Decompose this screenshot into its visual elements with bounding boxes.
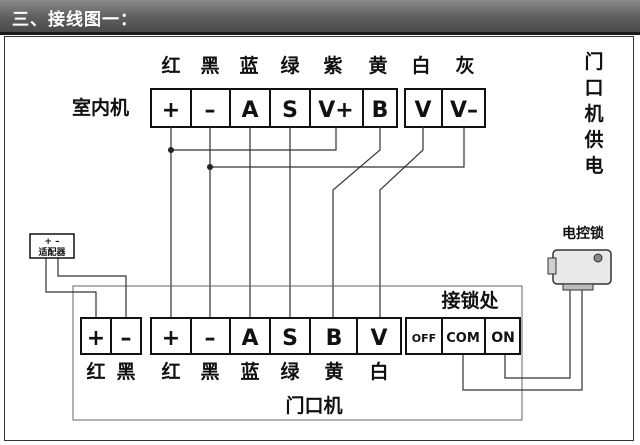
- svg-text:供: 供: [583, 128, 603, 151]
- lock-contacts-title: 接锁处: [441, 289, 499, 312]
- indoor-terminal-v-minus: V–: [450, 98, 478, 123]
- indoor-terminal-v-plus: V+: [318, 98, 353, 123]
- door-color-green: 绿: [280, 360, 300, 383]
- indoor-terminal-v: V: [414, 98, 431, 123]
- diagram-frame: [4, 36, 634, 441]
- section-title: 三、接线图一：: [12, 10, 138, 30]
- door-terminal-block: + – A S B V 红 黑 蓝 绿 黄 白: [150, 317, 402, 383]
- door-terminal-b: B: [326, 326, 343, 351]
- indoor-color-white: 白: [411, 54, 430, 77]
- door-terminal-plus: +: [162, 326, 180, 351]
- indoor-terminal-plus: +: [162, 98, 180, 123]
- indoor-terminal-block: + – A S V+ B V V–: [150, 88, 486, 128]
- door-color-white: 白: [369, 360, 388, 383]
- door-terminal-s: S: [282, 326, 298, 351]
- door-power-terminal-plus: +: [87, 326, 105, 351]
- door-unit-label: 门口机: [285, 394, 342, 417]
- section-header: 三、接线图一：: [0, 0, 640, 35]
- indoor-color-black: 黑: [200, 55, 219, 77]
- indoor-color-purple: 紫: [323, 55, 342, 77]
- lock-terminal-com: COM: [446, 331, 480, 346]
- svg-text:门: 门: [584, 50, 603, 73]
- lock-label: 电控锁: [562, 225, 604, 242]
- indoor-color-green: 绿: [280, 54, 300, 77]
- wiring-lines: [45, 127, 583, 421]
- indoor-terminal-b: B: [372, 98, 389, 123]
- power-adapter: + – 适配器: [29, 233, 75, 259]
- indoor-terminal-s: S: [282, 98, 298, 123]
- svg-text:电: 电: [584, 154, 603, 177]
- door-power-color-black: 黑: [116, 361, 135, 383]
- indoor-color-yellow: 黄: [368, 54, 387, 77]
- indoor-color-red: 红: [161, 54, 180, 77]
- adapter-label: 适配器: [38, 246, 66, 258]
- lock-screw-icon: [593, 253, 603, 263]
- svg-text:口: 口: [584, 77, 603, 99]
- door-power-terminal-block: + – 红 黑: [80, 317, 142, 383]
- indoor-unit-label: 室内机: [72, 96, 129, 119]
- indoor-block-b: [362, 88, 398, 128]
- door-color-yellow: 黄: [324, 360, 343, 383]
- door-power-color-red: 红: [86, 360, 105, 383]
- door-unit-supply-label: 门 口 机 供 电: [583, 50, 603, 177]
- door-color-blue: 蓝: [240, 360, 259, 383]
- door-unit-outline: [72, 285, 523, 421]
- door-power-terminal-minus: –: [121, 326, 132, 351]
- lock-terminal-off: OFF: [412, 332, 436, 345]
- adapter-polarity: + –: [44, 237, 60, 247]
- indoor-terminal-minus: –: [205, 98, 216, 123]
- indoor-color-blue: 蓝: [239, 54, 258, 77]
- door-color-black: 黑: [200, 361, 219, 383]
- door-terminal-a: A: [241, 326, 258, 351]
- indoor-color-grey: 灰: [455, 54, 474, 77]
- svg-text:机: 机: [584, 103, 603, 125]
- lock-contact-block: 接锁处 OFF COM ON: [405, 289, 521, 355]
- door-color-red: 红: [161, 360, 180, 383]
- door-terminal-minus: –: [205, 326, 216, 351]
- indoor-color-labels: 红 黑 蓝 绿 紫 黄 白 灰: [161, 54, 474, 77]
- indoor-terminal-a: A: [241, 98, 258, 123]
- lock-terminal-on: ON: [491, 330, 515, 346]
- indoor-block-v: [404, 88, 486, 128]
- door-terminal-v: V: [370, 326, 387, 351]
- electric-lock: 电控锁: [547, 225, 612, 291]
